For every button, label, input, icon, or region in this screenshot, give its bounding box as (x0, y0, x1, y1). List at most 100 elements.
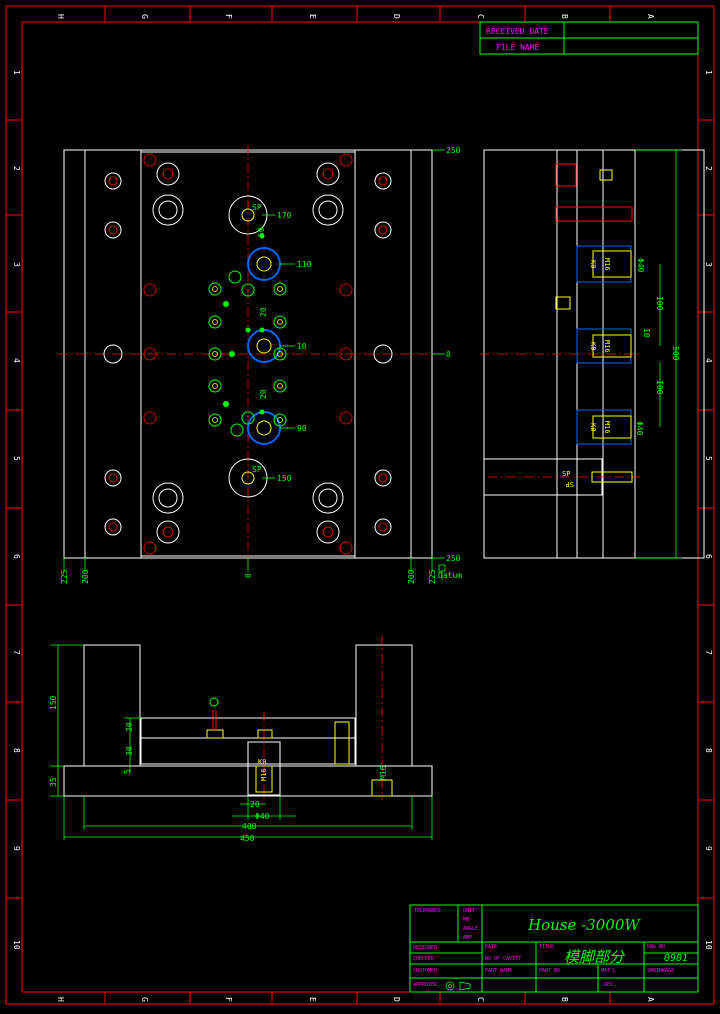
drawing-circle (108, 473, 118, 483)
col-letter-top: F (224, 14, 233, 19)
title-approver: APPROVER (413, 982, 438, 988)
drawing-circle (259, 327, 265, 333)
drawing-circle (273, 347, 287, 361)
drawing-rect (592, 334, 632, 358)
drawing-circle (209, 697, 219, 707)
front-dim-20: 20 (125, 722, 134, 732)
drawing-circle (259, 233, 265, 239)
drawing-circle (143, 283, 157, 297)
drawing-circle (212, 417, 218, 423)
drawing-circle (212, 351, 218, 357)
frame-ticks (6, 6, 714, 1004)
row-number-right: 5 (704, 456, 713, 461)
drawing-circle (245, 327, 251, 333)
title-block: TOLERANCE UNIT MM ANGLE AMP House -3000W… (409, 904, 699, 993)
received-date-label: RECEIVED DATE (486, 27, 549, 36)
top-view: SP SP (58, 145, 462, 584)
drawing-circle (208, 413, 222, 427)
drawing-circle (158, 488, 178, 508)
x-225-left: 225 (60, 569, 69, 584)
drawing-circle (277, 417, 283, 423)
frame-row-numbers: 1 2 3 4 5 6 7 8 9 10 1 2 3 4 5 6 7 8 9 1… (12, 70, 713, 950)
front-sprue-body (247, 741, 281, 796)
drawing-circle (152, 194, 184, 226)
drawing-circle (316, 162, 340, 186)
title-tolerance: TOLERANCE (414, 908, 441, 914)
title-unit: UNIT (463, 908, 475, 914)
row-number-right: 2 (704, 166, 713, 171)
drawing-circle (339, 411, 353, 425)
col-letter-bottom: E (308, 997, 317, 1002)
drawing-circle (208, 347, 222, 361)
drawing-circle (241, 208, 255, 222)
drawing-circle (322, 168, 334, 180)
drawing-group (479, 21, 699, 55)
drawing-circle (158, 200, 178, 220)
title-mm: MM (463, 917, 469, 923)
col-letter-bottom: F (224, 997, 233, 1002)
m16-b: M16 (603, 340, 611, 353)
k0-a: K0 (589, 260, 597, 268)
drawing-circle (104, 518, 122, 536)
frame-column-letters: H G F E D C B A H G F E D C B A (56, 14, 655, 1002)
dim-250-top: 250 (446, 146, 461, 155)
drawing-rect (255, 765, 273, 793)
row-number-right: 10 (704, 940, 713, 950)
row-number-right: 8 (704, 748, 713, 753)
dim-110: 110 (297, 260, 312, 269)
drawing-circle (277, 351, 283, 357)
title-customer: CUSTOMER (413, 968, 438, 974)
dim-0-right: 0 (446, 350, 451, 359)
title-shrinkage: SHRINKAGE (647, 968, 674, 974)
drawing-circle (241, 283, 255, 297)
drawing-circle (445, 981, 455, 991)
dim-10-side: 10 (642, 328, 651, 338)
drawing-rect (592, 415, 632, 439)
dim-20b: 20 (259, 389, 268, 399)
drawing-circle (373, 344, 393, 364)
drawing-circle (156, 520, 180, 544)
title-no-of-cavity: NO OF CAVITY (485, 956, 521, 962)
sp-side: SP (562, 470, 570, 478)
front-dim-400: 400 (242, 822, 257, 831)
drawing-circle (277, 383, 283, 389)
drawing-circle (103, 344, 123, 364)
drawing-group (555, 163, 633, 222)
drawing-rect (555, 163, 577, 187)
drawing-circle (228, 270, 242, 284)
row-number-left: 3 (12, 262, 21, 267)
drawing-circle (223, 401, 229, 407)
title-designer: DESIGNER (413, 945, 438, 951)
drawing-circle (162, 168, 174, 180)
drawing-circle (378, 522, 388, 532)
drawing-rect (591, 471, 633, 483)
drawing-circle (273, 379, 287, 393)
dim-90: 90 (297, 424, 307, 433)
row-number-left: 2 (12, 166, 21, 171)
drawing-circle (312, 194, 344, 226)
drawing-circle (256, 420, 272, 436)
col-letter-bottom: D (392, 997, 401, 1002)
drawing-rect (257, 729, 273, 739)
drawing-circle (208, 282, 222, 296)
drawing-rect (5, 5, 715, 1005)
row-number-right: 1 (704, 70, 713, 75)
row-number-right: 9 (704, 846, 713, 851)
drawing-group (206, 721, 393, 797)
drawing-rect (21, 21, 699, 993)
col-letter-bottom: G (140, 997, 149, 1002)
row-number-left: 5 (12, 456, 21, 461)
col-letter-bottom: C (476, 997, 485, 1002)
drawing-group (555, 169, 633, 483)
drawing-circle (241, 411, 255, 425)
drawing-circle (316, 520, 340, 544)
col-letter-top: C (476, 14, 485, 19)
col-letter-bottom: B (560, 997, 569, 1002)
drawing-circle (247, 247, 281, 281)
front-dim-150: 150 (49, 695, 58, 710)
title-checker: CHECKER (413, 956, 435, 962)
front-phi40: Φ40 (255, 812, 270, 821)
drawing-group (63, 558, 433, 572)
row-number-left: 9 (12, 846, 21, 851)
